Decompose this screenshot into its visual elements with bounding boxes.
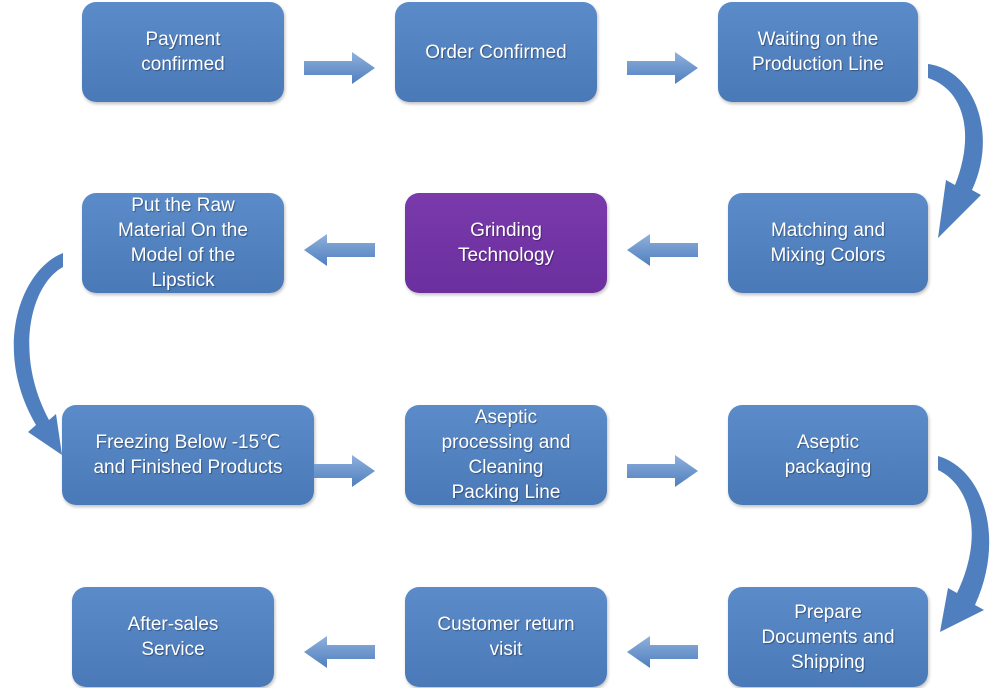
step-order-confirmed: Order Confirmed [395,2,597,102]
step-label: Waiting on the Production Line [751,29,885,75]
step-label: Aseptic processing and Cleaning Packing … [441,407,571,503]
curved-arrow-down-left [13,253,63,455]
step-matching-mixing-colors: Matching and Mixing Colors [728,193,928,293]
step-label: Prepare Documents and Shipping [761,601,895,673]
right-arrow [314,455,375,487]
right-arrow [304,52,375,84]
step-label: Payment confirmed [141,29,225,75]
right-arrow [627,52,698,84]
step-label: Grinding Technology [457,220,555,266]
left-arrow [304,636,375,668]
step-payment-confirmed: Payment confirmed [82,2,284,102]
step-freezing-finished-products: Freezing Below -15℃ and Finished Product… [62,405,314,505]
step-waiting-production-line: Waiting on the Production Line [718,2,918,102]
step-after-sales-service: After-sales Service [72,587,274,687]
step-raw-material: Put the Raw Material On the Model of the… [82,193,284,293]
step-label: Order Confirmed [425,41,567,63]
right-arrow [627,455,698,487]
curved-arrow-down-right [938,456,990,632]
step-label: Matching and Mixing Colors [770,220,886,266]
left-arrow [304,234,375,266]
step-label: Put the Raw Material On the Model of the… [118,195,248,291]
step-grinding-technology: Grinding Technology [405,193,607,293]
step-aseptic-packaging: Aseptic packaging [728,405,928,505]
step-customer-return-visit: Customer return visit [405,587,607,687]
step-label: After-sales Service [127,614,219,660]
step-prepare-documents-shipping: Prepare Documents and Shipping [728,587,928,687]
step-label: Aseptic packaging [784,432,872,478]
left-arrow [627,636,698,668]
left-arrow [627,234,698,266]
curved-arrow-down-right [928,64,983,238]
step-label: Customer return visit [437,614,575,660]
step-label: Freezing Below -15℃ and Finished Product… [93,432,283,478]
step-aseptic-processing: Aseptic processing and Cleaning Packing … [405,405,607,505]
